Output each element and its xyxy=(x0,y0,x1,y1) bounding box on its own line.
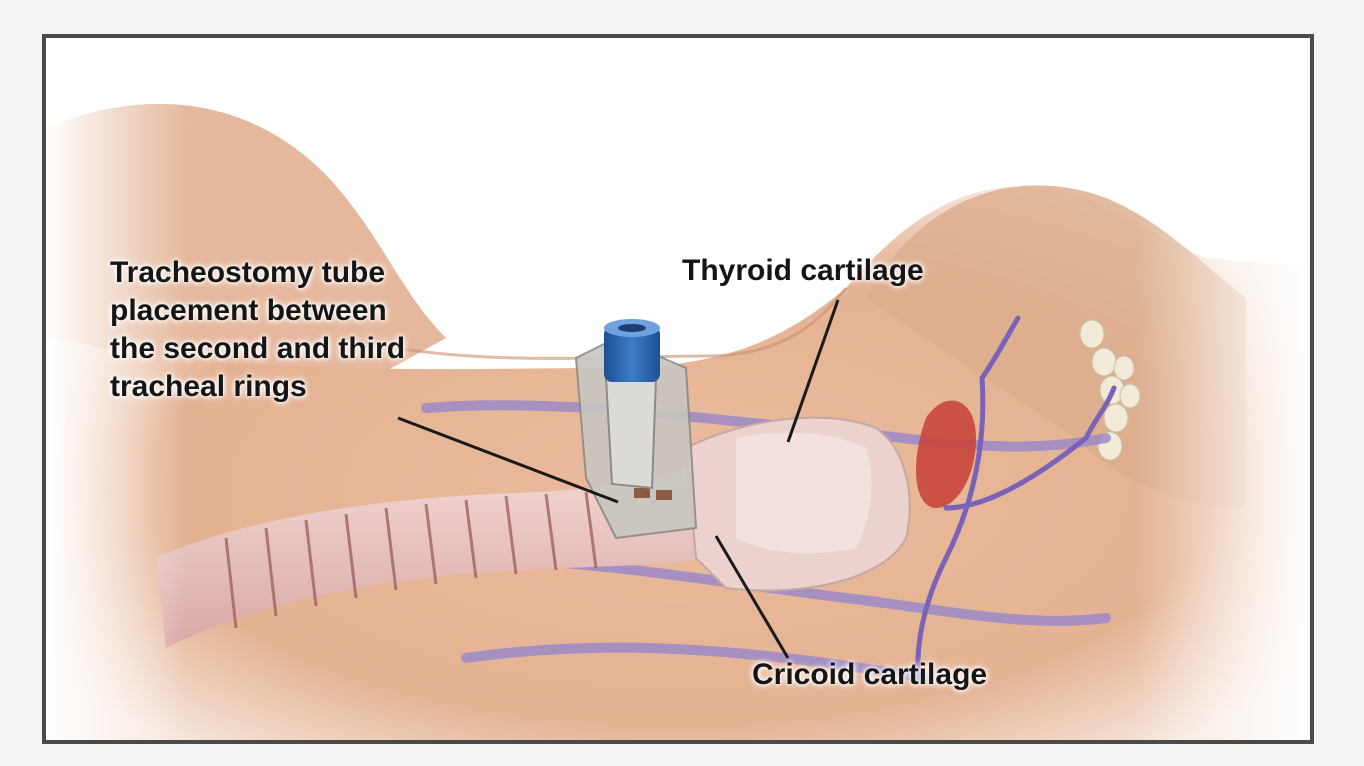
fade-right xyxy=(1136,38,1310,740)
tracheostomy-label-line-2: placement between xyxy=(110,292,405,330)
thyroid-cartilage-shape xyxy=(736,433,871,553)
tube-slot-2 xyxy=(656,490,672,500)
tracheostomy-label: Tracheostomy tube placement between the … xyxy=(110,254,405,406)
tracheostomy-label-line-1: Tracheostomy tube xyxy=(110,254,405,292)
tube-cap-hole xyxy=(618,324,646,332)
thyroid-cartilage-label: Thyroid cartilage xyxy=(682,252,924,290)
cricoid-cartilage-label: Cricoid cartilage xyxy=(752,656,987,694)
tube-body xyxy=(606,378,656,488)
illustration-frame: Tracheostomy tube placement between the … xyxy=(42,34,1314,744)
tube-slot-1 xyxy=(634,488,650,498)
fade-top xyxy=(46,38,1310,78)
tracheostomy-label-line-3: the second and third xyxy=(110,330,405,368)
tracheostomy-label-line-4: tracheal rings xyxy=(110,368,405,406)
